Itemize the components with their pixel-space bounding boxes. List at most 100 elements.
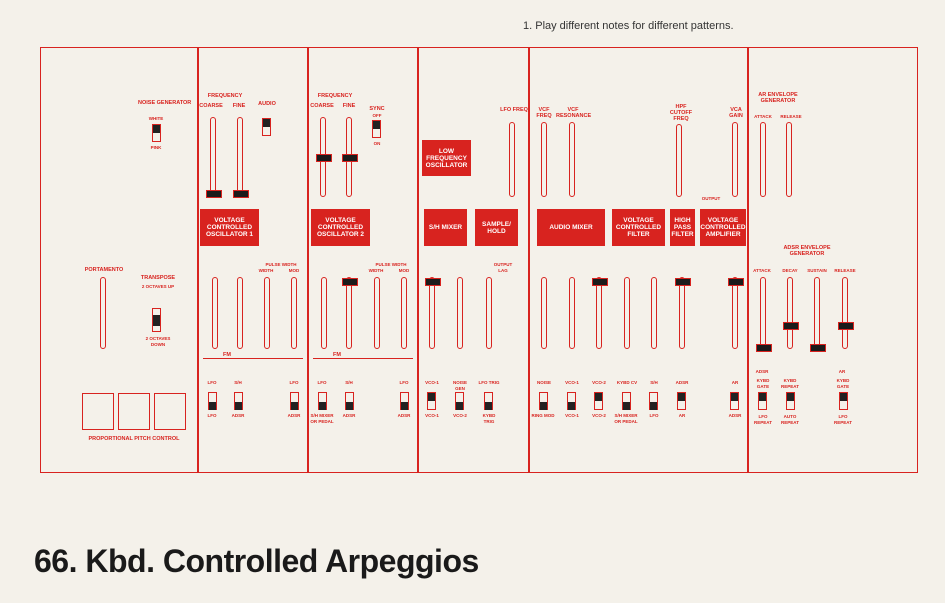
sh-noise-switch[interactable]: [455, 392, 464, 410]
vcf-adsr-switch[interactable]: [677, 392, 686, 410]
white-label: WHITE: [148, 116, 164, 121]
vco1-coarse-slider[interactable]: [206, 117, 222, 198]
vco1-audio-label: AUDIO: [258, 101, 276, 107]
hpf-cutoff-slider[interactable]: [676, 124, 682, 197]
ar-release-slider[interactable]: [786, 122, 792, 197]
vco2-sh-label: S/H: [345, 380, 353, 385]
vco2-coarse-label: COARSE: [310, 103, 334, 109]
vco2-adsr-label: ADSR: [342, 413, 356, 418]
vco2-fm2-slider[interactable]: [342, 277, 358, 349]
lfo-freq-slider[interactable]: [509, 122, 515, 197]
vco2-frequency-label: FREQUENCY: [317, 93, 353, 99]
lfo-module: LOW FREQUENCY OSCILLATOR: [422, 140, 471, 176]
vco1-fm-label: FM: [223, 352, 231, 358]
ppc-pad-sharp[interactable]: [154, 393, 186, 430]
output-lag-slider[interactable]: [486, 277, 492, 349]
vcf-kybd-switch[interactable]: [622, 392, 631, 410]
adsr-trig-switch[interactable]: [758, 392, 767, 410]
vco2-sync-label: SYNC: [369, 106, 385, 112]
sh-trig-switch[interactable]: [484, 392, 493, 410]
vca-adsr-label: ADSR: [728, 413, 742, 418]
vcf-res-slider[interactable]: [569, 122, 575, 197]
transpose-down-label: 2 OCTAVES DOWN: [145, 336, 171, 347]
vco2-fm2-switch[interactable]: [345, 392, 354, 410]
adsr-lfo-repeat-label: LFO REPEAT: [754, 414, 772, 425]
adsr-release-slider[interactable]: [838, 277, 854, 349]
vco1-pw-switch[interactable]: [290, 392, 299, 410]
mix-vco2-slider[interactable]: [592, 277, 608, 349]
adsr-env-label: ADSR ENVELOPE GENERATOR: [783, 245, 831, 257]
vca-module: VOLTAGE CONTROLLED AMPLIFIER: [700, 209, 746, 246]
vco1-pw-adsr-label: ADSR: [287, 413, 301, 418]
vcf-sh-switch[interactable]: [649, 392, 658, 410]
adsr-decay-slider[interactable]: [783, 277, 799, 349]
sample-hold-module: SAMPLE/ HOLD: [475, 209, 518, 246]
mix-vco2-switch[interactable]: [594, 392, 603, 410]
ring-mod-label: RING MOD: [531, 413, 555, 418]
vco2-mixer-pedal-label: S/H MIXER OR PEDAL: [310, 413, 334, 424]
vco2-fm1-switch[interactable]: [318, 392, 327, 410]
mix-vco1-slider[interactable]: [569, 277, 575, 349]
ppc-pad-flat[interactable]: [82, 393, 114, 430]
vco2-mod-slider[interactable]: [401, 277, 407, 349]
sh-noise-slider[interactable]: [457, 277, 463, 349]
vcf-sh-slider[interactable]: [651, 277, 657, 349]
vco1-fm1-slider[interactable]: [212, 277, 218, 349]
vco1-width-label: WIDTH: [258, 268, 274, 273]
vcf-kybd-slider[interactable]: [624, 277, 630, 349]
vco1-adsr-label: ADSR: [231, 413, 245, 418]
vco1-mod-slider[interactable]: [291, 277, 297, 349]
vco1-mod-label: MOD: [288, 268, 300, 273]
vco2-coarse-slider[interactable]: [316, 117, 332, 197]
vca-ar-slider[interactable]: [728, 277, 744, 349]
trig-ar-label: AR: [838, 369, 846, 374]
ar-trig-switch[interactable]: [839, 392, 848, 410]
vco2-fine-slider[interactable]: [342, 117, 358, 197]
sh-vco1-slider[interactable]: [425, 277, 441, 349]
mix-vco2-label-2: VCO-2: [592, 413, 606, 418]
adsr-sustain-slider[interactable]: [810, 277, 826, 352]
fm-bracket-vco2: [313, 358, 413, 360]
ppc-pad-vibrato[interactable]: [118, 393, 150, 430]
repeat-switch[interactable]: [786, 392, 795, 410]
vco1-fm2-switch[interactable]: [234, 392, 243, 410]
vco1-fm1-switch[interactable]: [208, 392, 217, 410]
sh-vco1-switch[interactable]: [427, 392, 436, 410]
vco2-fm1-slider[interactable]: [321, 277, 327, 349]
divider: [528, 47, 530, 473]
page-title: 66. Kbd. Controlled Arpeggios: [34, 543, 479, 579]
instruction-note: 1. Play different notes for different pa…: [523, 20, 734, 32]
vca-gain-slider[interactable]: [732, 122, 738, 197]
sh-vco1-label: VCO-1: [425, 380, 439, 385]
vco1-width-slider[interactable]: [264, 277, 270, 349]
ar-lfo-repeat-label: LFO REPEAT: [834, 414, 852, 425]
sh-kybd-trig-label: KYBD TRIG: [482, 413, 496, 424]
vco2-fm-label: FM: [333, 352, 341, 358]
mix-noise-switch[interactable]: [539, 392, 548, 410]
divider: [417, 47, 419, 473]
adsr-attack-slider[interactable]: [756, 277, 772, 352]
vco1-audio-switch[interactable]: [262, 118, 271, 136]
vcf-adsr-slider[interactable]: [675, 277, 691, 349]
audio-mixer-module: AUDIO MIXER: [537, 209, 605, 246]
vco2-pw-switch[interactable]: [400, 392, 409, 410]
adsr-attack-label: ATTACK: [753, 268, 771, 273]
portamento-slider[interactable]: [100, 277, 106, 349]
mix-noise-slider[interactable]: [541, 277, 547, 349]
vco2-sync-switch[interactable]: [372, 120, 381, 138]
sh-vco2-label: VCO-2: [453, 413, 467, 418]
adsr-release-label: RELEASE: [834, 268, 856, 273]
vco1-fine-slider[interactable]: [233, 117, 249, 198]
vca-env-switch[interactable]: [730, 392, 739, 410]
noise-gen-label: NOISE GENERATOR: [138, 100, 192, 106]
mix-vco1-label-2: VCO-1: [565, 413, 579, 418]
vco2-width-slider[interactable]: [374, 277, 380, 349]
vco1-fm2-slider[interactable]: [237, 277, 243, 349]
vco1-sh-label: S/H: [234, 380, 242, 385]
mix-vco1-switch[interactable]: [567, 392, 576, 410]
transpose-switch[interactable]: [152, 308, 161, 332]
kybd-repeat-label: KYBD REPEAT: [781, 378, 799, 389]
vcf-freq-slider[interactable]: [541, 122, 547, 197]
ar-attack-slider[interactable]: [760, 122, 766, 197]
noise-switch[interactable]: [152, 124, 161, 142]
